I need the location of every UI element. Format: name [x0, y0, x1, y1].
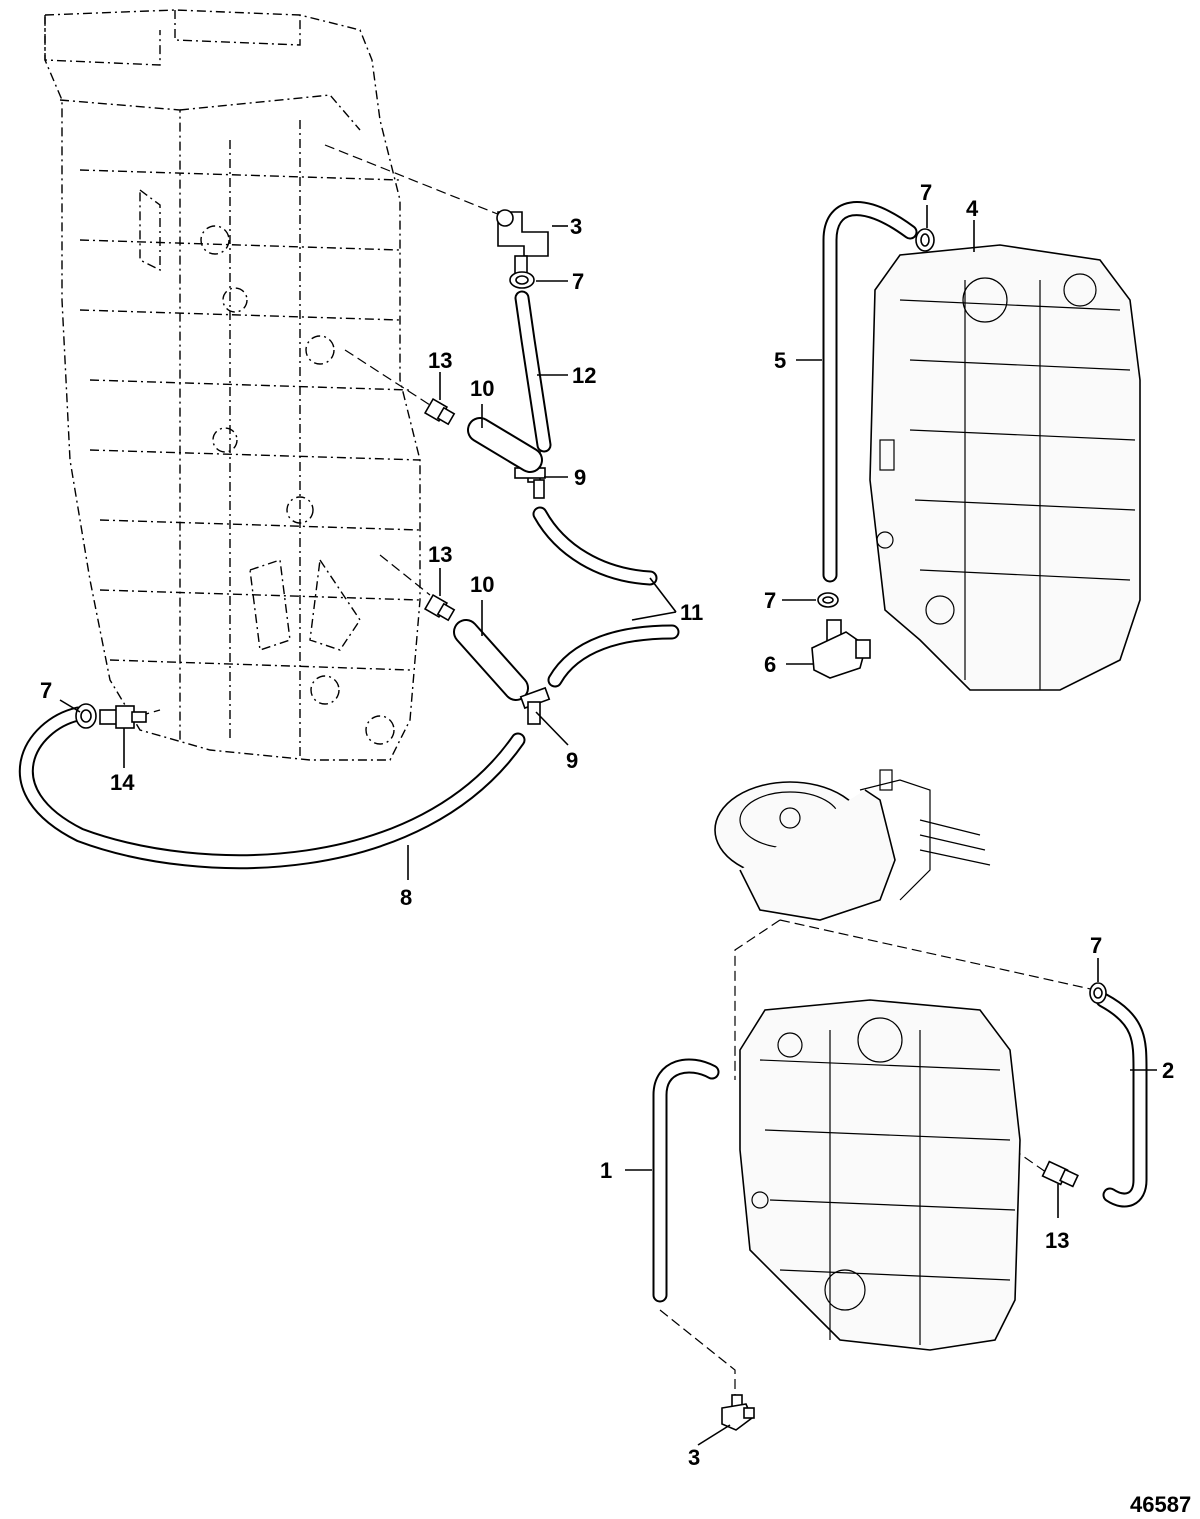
fitting-14 — [99, 705, 147, 729]
callout-11: 11 — [680, 600, 703, 625]
callout-6: 6 — [764, 652, 776, 677]
tee-fitting-9-lower — [519, 686, 551, 725]
elbow-fitting-3-top — [496, 209, 549, 275]
connector-13-upper — [423, 397, 456, 426]
connector-13-lower — [1041, 1160, 1079, 1188]
engine-block-upper — [869, 244, 1141, 691]
callout-10-lower: 10 — [470, 572, 494, 597]
callout-8: 8 — [400, 885, 412, 910]
callout-14: 14 — [110, 770, 135, 795]
hose-5 — [822, 201, 918, 583]
flywheel-assembly — [714, 769, 991, 921]
callout-7-left: 7 — [40, 678, 52, 703]
hose-1 — [652, 1058, 720, 1303]
callout-5: 5 — [774, 348, 786, 373]
callout-2: 2 — [1162, 1058, 1174, 1083]
diagram-reference-number: 46587 — [1130, 1492, 1191, 1517]
callout-7-top: 7 — [572, 269, 584, 294]
hose-clamp-7-mid-right — [817, 592, 839, 608]
hose-8 — [18, 706, 526, 870]
callout-3-top: 3 — [570, 214, 582, 239]
callout-13-lower: 13 — [1045, 1228, 1069, 1253]
callout-13-upper: 13 — [428, 348, 452, 373]
elbow-fitting-3-bottom — [721, 1394, 755, 1431]
hose-clamp-7-lower-right — [1089, 982, 1107, 1004]
hose-12 — [514, 290, 552, 453]
callout-13-middle: 13 — [428, 542, 452, 567]
hose-clamp-7-left — [75, 703, 97, 729]
callouts: 3 7 12 13 10 9 13 10 11 7 14 9 8 7 4 5 7… — [40, 180, 1174, 1470]
hose-10-upper — [467, 417, 543, 473]
connector-13-middle — [423, 593, 456, 622]
callout-9-lower: 9 — [566, 748, 578, 773]
engine-block-lower — [739, 999, 1021, 1351]
callout-9-upper: 9 — [574, 465, 586, 490]
leader-lines — [59, 205, 1157, 1446]
callout-4: 4 — [966, 196, 979, 221]
callout-1: 1 — [600, 1158, 612, 1183]
phantom-housing-outline — [44, 9, 421, 761]
hose-2 — [1095, 992, 1148, 1208]
hose-10-lower — [453, 619, 529, 701]
hose-clamp-7-upper-right — [915, 228, 935, 252]
hose-clamp-7-top — [509, 271, 535, 289]
hoses-11 — [532, 506, 680, 688]
callout-7-mid-right: 7 — [764, 588, 776, 613]
callout-7-upper-right: 7 — [920, 180, 932, 205]
callout-10-upper: 10 — [470, 376, 494, 401]
callout-3-bottom: 3 — [688, 1445, 700, 1470]
callout-7-lower-right: 7 — [1090, 933, 1102, 958]
callout-12: 12 — [572, 363, 596, 388]
elbow-fitting-6 — [811, 619, 871, 679]
